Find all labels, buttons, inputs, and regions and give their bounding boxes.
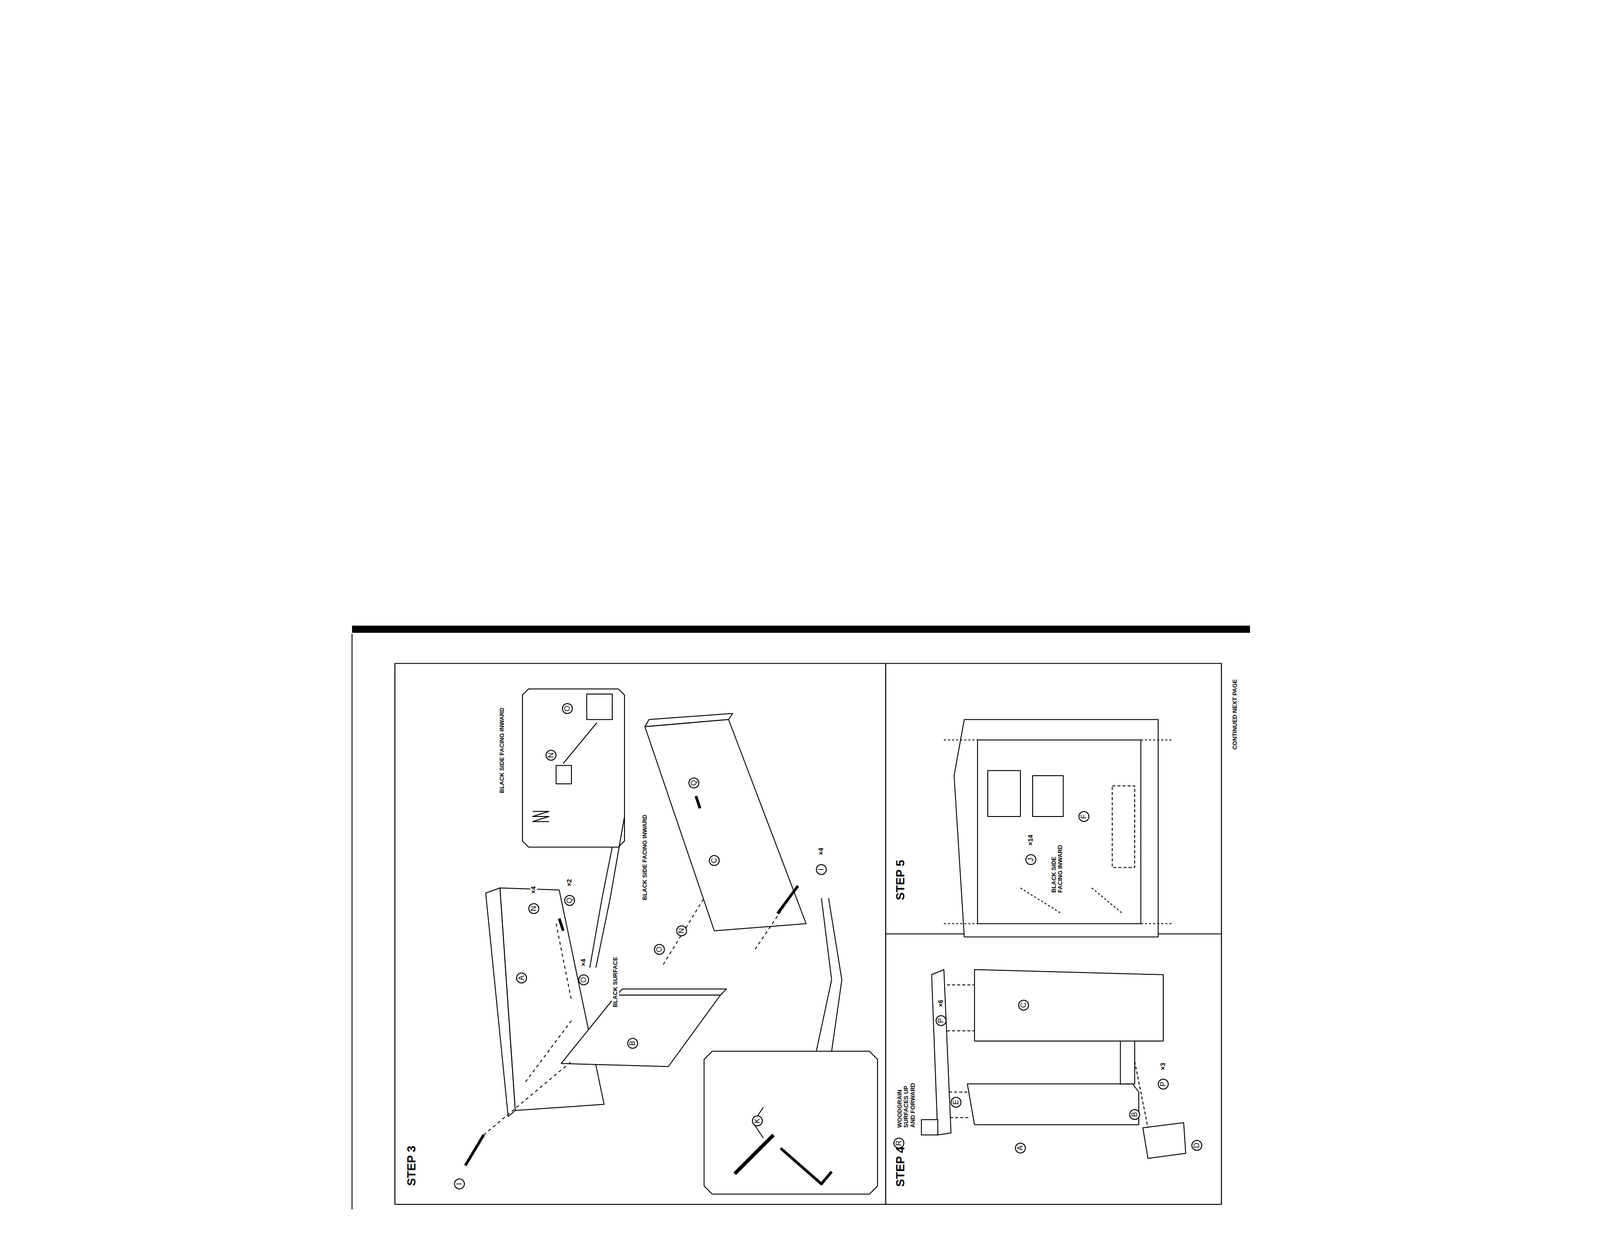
quantity-mark: ×4 xyxy=(818,847,825,856)
detail-part xyxy=(556,765,572,785)
part-callout: I xyxy=(815,863,827,875)
board-e xyxy=(931,969,952,1136)
note-text: WOODGRAIN SURFACES UP AND FORWARD xyxy=(896,1072,917,1129)
quantity-mark: ×14 xyxy=(1027,834,1035,846)
cabinet xyxy=(954,719,1159,937)
assembly-line xyxy=(755,885,799,950)
part-callout: B xyxy=(1129,1108,1141,1120)
page-bar xyxy=(351,625,1250,633)
step-heading: STEP 5 xyxy=(892,858,908,902)
glue-bottle xyxy=(921,1119,938,1135)
screw xyxy=(777,885,799,914)
board-a xyxy=(500,887,605,1111)
part-callout: P xyxy=(935,1014,947,1026)
board-c xyxy=(644,719,807,931)
part-callout: P xyxy=(1157,1078,1169,1090)
screw-line xyxy=(1141,922,1174,924)
step-heading: STEP 3 xyxy=(404,1143,419,1187)
part-callout: E xyxy=(950,1096,962,1108)
note-text: BLACK SIDE FACING INWARD xyxy=(498,706,506,795)
opening xyxy=(1032,775,1064,817)
detail-inset xyxy=(522,688,625,848)
part-callout: Q xyxy=(564,894,576,906)
part-callout: C xyxy=(708,854,720,866)
screw-line xyxy=(943,739,978,741)
assembly-line xyxy=(556,923,572,1000)
part-callout: N xyxy=(676,925,688,937)
screw-line xyxy=(1141,739,1174,741)
part-callout: O xyxy=(578,974,590,986)
quantity-mark: ×6 xyxy=(937,999,945,1008)
part-callout: N xyxy=(545,749,557,761)
note-text: BLACK SIDE FACING INWARD xyxy=(641,813,649,902)
part-callout: A xyxy=(1014,1142,1026,1154)
board-c xyxy=(974,969,1164,1042)
board-b xyxy=(1120,1040,1136,1084)
step-frame xyxy=(395,663,1222,1205)
note-text: BLACK SURFACE xyxy=(611,955,620,1008)
quantity-mark: ×4 xyxy=(530,885,537,894)
detail-part xyxy=(586,693,613,720)
dowel xyxy=(696,795,701,809)
page-edge xyxy=(351,633,353,1210)
part-callout: A xyxy=(516,972,527,984)
board-d xyxy=(1142,1122,1186,1159)
step-heading: STEP 4 xyxy=(892,1144,908,1188)
back-panel-f xyxy=(977,739,1142,924)
dowel-line xyxy=(946,1030,975,1032)
screw-line xyxy=(943,922,978,924)
hex-key xyxy=(780,1147,832,1184)
board-a xyxy=(967,1083,1139,1125)
screw xyxy=(734,1134,774,1174)
part-callout: Q xyxy=(688,777,700,789)
part-callout: J xyxy=(1025,853,1037,865)
quantity-mark: ×3 xyxy=(1159,1062,1167,1071)
quantity-mark: ×4 xyxy=(580,958,587,967)
callout-tail xyxy=(590,847,613,968)
note-text: BLACK SIDE FACING INWARD xyxy=(1050,837,1065,894)
detail-inset xyxy=(704,1051,879,1195)
screw-line xyxy=(1092,887,1123,914)
dowel-line xyxy=(950,1117,970,1118)
part-callout: F xyxy=(1078,810,1090,822)
opening xyxy=(1112,785,1136,868)
dowel xyxy=(559,918,564,931)
callout-tail xyxy=(816,897,832,1052)
part-callout: I xyxy=(453,1178,465,1190)
hatching xyxy=(532,811,550,822)
quantity-mark: ×2 xyxy=(565,878,573,887)
part-callout: K xyxy=(751,1115,763,1127)
callout-tail xyxy=(595,816,625,968)
dowel-line xyxy=(949,1091,968,1093)
part-callout: N xyxy=(528,902,540,914)
part-callout: O xyxy=(561,702,573,714)
assembly-line xyxy=(663,897,705,965)
assembly-line xyxy=(483,1061,572,1135)
detail-arrow xyxy=(563,722,597,764)
opening xyxy=(987,770,1021,817)
dowel-line xyxy=(946,984,975,986)
board-edge xyxy=(616,988,727,996)
note-text: CONTINUED NEXT PAGE xyxy=(1230,678,1239,751)
callout-tail xyxy=(828,897,842,1052)
part-callout: D xyxy=(1191,1139,1203,1151)
part-callout: C xyxy=(1018,999,1030,1011)
assembly-line xyxy=(525,1020,572,1082)
screw xyxy=(465,1134,484,1166)
board-b xyxy=(561,995,721,1067)
part-callout: B xyxy=(627,1037,639,1049)
drawing-group xyxy=(351,625,1250,1210)
part-callout: O xyxy=(653,943,665,955)
